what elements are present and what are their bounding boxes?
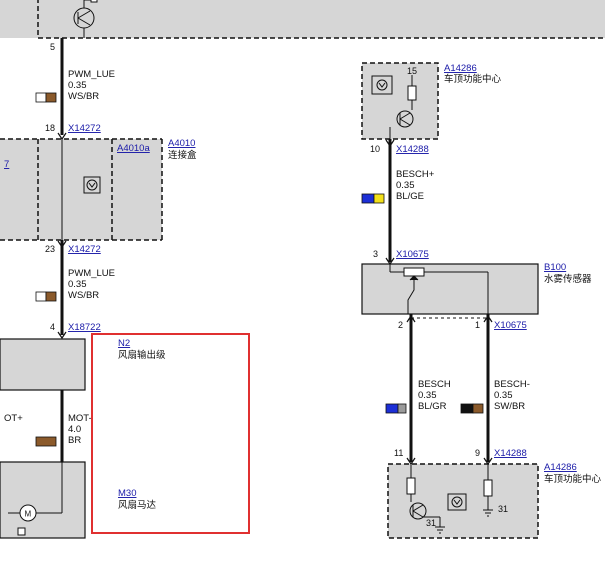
module-alt-id-link[interactable]: A4010 (168, 138, 195, 149)
sensor-in-conn-link[interactable]: X10675 (396, 249, 429, 260)
color-swatch-ws-br (35, 92, 57, 103)
wire-b-name: BESCH (418, 379, 451, 390)
motor-symbol: M (25, 510, 32, 519)
roof-function-center-bottom (387, 463, 539, 539)
resistor-icon (407, 85, 417, 101)
ground-icon (483, 509, 493, 517)
conn2-link[interactable]: X14272 (68, 244, 101, 255)
wire2-name: PWM_LUE (68, 268, 115, 279)
wire1-color: WS/BR (68, 91, 99, 102)
rcm-out-conn-link[interactable]: X14288 (396, 144, 429, 155)
fan-stage-name: 风扇输出级 (118, 349, 166, 361)
left-cut-label[interactable]: 7 (4, 159, 9, 170)
wire2-size: 0.35 (68, 279, 87, 290)
color-swatch-bl-ge (361, 193, 385, 204)
transistor-icon (73, 0, 98, 38)
connector-arrow (57, 331, 67, 340)
highlight-box (91, 333, 250, 534)
ground-label-b: 31 (498, 504, 508, 514)
conn1-pin: 18 (45, 123, 55, 133)
rcm-bottom-name: 车顶功能中心 (544, 473, 602, 485)
rcm-bottom-pin-left: 11 (394, 448, 403, 458)
sensor-in-pin: 3 (373, 249, 378, 259)
mot-left-label: OT+ (4, 413, 23, 424)
color-swatch-br (35, 436, 57, 447)
relay-icon (371, 75, 393, 95)
wire-b-color: BL/GR (418, 401, 447, 412)
ground-label-a: 31 (426, 518, 436, 528)
connector-arrow (483, 314, 493, 323)
wire1-name: PWM_LUE (68, 69, 115, 80)
fan-output-stage-module (0, 338, 86, 391)
motor-terminal-icon (17, 527, 26, 536)
mot-color: BR (68, 435, 81, 446)
conn3-pin: 4 (50, 322, 55, 332)
sensor-id-link[interactable]: B100 (544, 262, 566, 273)
wire1-size: 0.35 (68, 80, 87, 91)
wire2-color: WS/BR (68, 290, 99, 301)
conn1-link[interactable]: X14272 (68, 123, 101, 134)
transistor-icon (396, 110, 414, 128)
wire-bplus-color: BL/GE (396, 191, 424, 202)
mot-name: MOT- (68, 413, 92, 424)
conn3-link[interactable]: X18722 (68, 322, 101, 333)
wire-b-size: 0.35 (418, 390, 437, 401)
rcm-top-name: 车顶功能中心 (444, 73, 502, 85)
wire-bminus-color: SW/BR (494, 401, 525, 412)
sensor-name: 水雾传感器 (544, 273, 592, 285)
rcm-out-pin: 10 (370, 144, 380, 154)
color-swatch-sw-br (460, 403, 484, 414)
rcm-top-inner-pin: 15 (407, 66, 417, 76)
rcm-bottom-id-link[interactable]: A14286 (544, 462, 577, 473)
motor-name: 风扇马达 (118, 499, 157, 511)
conn2-pin: 23 (45, 244, 55, 254)
wire-bminus-size: 0.35 (494, 390, 513, 401)
mot-size: 4.0 (68, 424, 81, 435)
color-swatch-ws-br (35, 291, 57, 302)
connector-arrow (57, 240, 67, 249)
motor-id-link[interactable]: M30 (118, 488, 136, 499)
resistor-icon (483, 479, 493, 497)
junction-box-module (0, 138, 163, 241)
sensor-out-pin-left: 2 (398, 320, 403, 330)
rcm-bottom-pin-right: 9 (475, 448, 480, 458)
rcm-top-id-link[interactable]: A14286 (444, 63, 477, 74)
wire-bplus-name: BESCH+ (396, 169, 435, 180)
fan-motor-module: M (0, 461, 86, 539)
resistor-icon (406, 477, 416, 495)
color-swatch-bl-gr (385, 403, 407, 414)
rcm-bottom-conn-link[interactable]: X14288 (494, 448, 527, 459)
sensor-out-pin-right: 1 (475, 320, 480, 330)
ground-icon (435, 526, 445, 534)
fan-stage-id-link[interactable]: N2 (118, 338, 130, 349)
connector-arrow (406, 314, 416, 323)
top-module (0, 0, 605, 39)
motor-icon: M (19, 504, 37, 522)
rain-sensor-module (361, 263, 539, 315)
potentiometer-icon (403, 267, 425, 277)
module-id-link[interactable]: A4010a (117, 143, 150, 154)
wire-bminus-name: BESCH- (494, 379, 530, 390)
transistor-icon (409, 502, 427, 520)
top-pin: 5 (50, 42, 55, 52)
wire-bplus-size: 0.35 (396, 180, 415, 191)
module-name: 连接盒 (168, 149, 197, 161)
relay-icon (447, 493, 467, 511)
roof-function-center-top (361, 62, 439, 140)
connector-arrow (385, 139, 395, 148)
sensor-out-conn-link[interactable]: X10675 (494, 320, 527, 331)
fuse-icon (83, 176, 101, 194)
